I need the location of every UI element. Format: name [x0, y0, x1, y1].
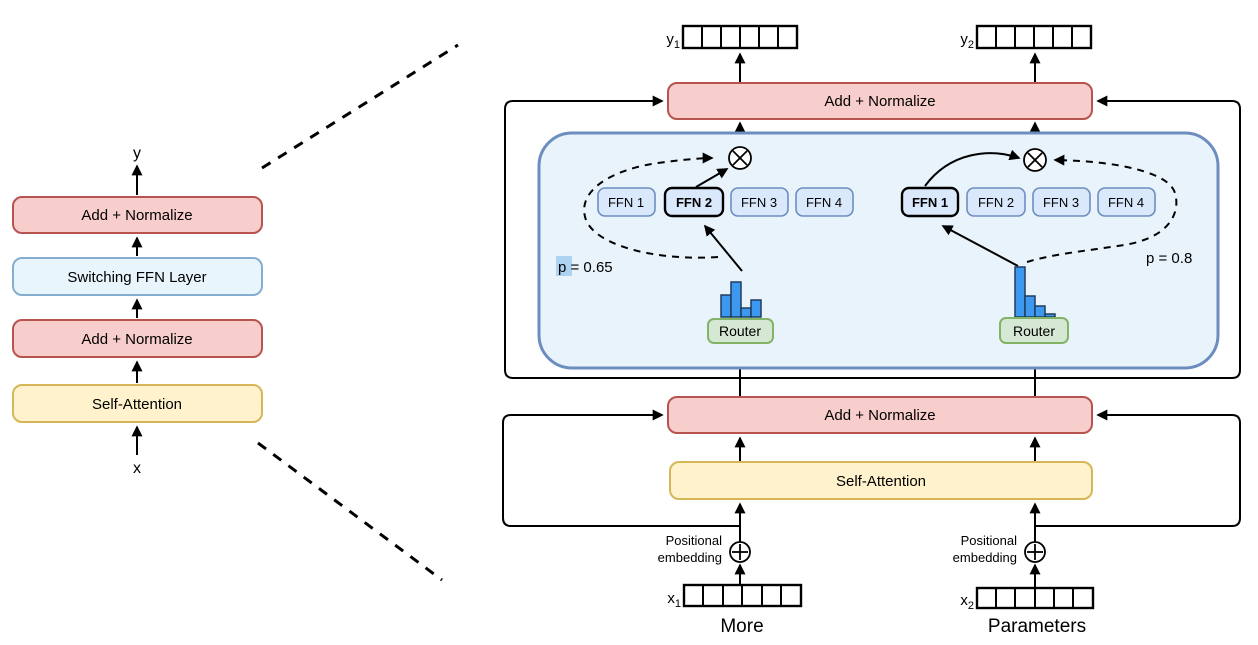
- token-vector-x1: x1: [667, 583, 803, 610]
- histogram-bar: [740, 307, 752, 318]
- ffn-label-selected: FFN 1: [912, 195, 948, 210]
- router-label-left: Router: [719, 323, 761, 339]
- ffn-label: FFN 2: [978, 195, 1014, 210]
- router-histogram-left: [720, 281, 762, 318]
- token-label-x1: x1: [667, 590, 681, 610]
- left-panel: y Add + Normalize Switching FFN Layer Ad…: [12, 145, 263, 477]
- ffn-box: [730, 187, 789, 217]
- flow-arrows: [734, 52, 1041, 588]
- histogram-bar: [1014, 266, 1026, 318]
- ffn-box-selected: [900, 186, 960, 218]
- output-label-y: y: [133, 145, 141, 162]
- token-label-y1: y1: [666, 31, 680, 51]
- multiply-icon-left: [728, 146, 752, 170]
- expanded-add-normalize-top-label: Add + Normalize: [824, 93, 935, 110]
- multiply-icon-right: [1023, 148, 1047, 172]
- gate-loop-left: [583, 152, 719, 259]
- router-box-right: [999, 317, 1069, 344]
- ffn-box-selected: [663, 186, 725, 218]
- switching-ffn-container: [537, 131, 1220, 370]
- ffn-box: [966, 187, 1026, 217]
- ffn-label: FFN 4: [806, 195, 842, 210]
- histogram-bar: [750, 299, 762, 318]
- positional-add-icon-right: [1024, 541, 1046, 563]
- input-label-x: x: [133, 460, 141, 477]
- token-label-x2: x2: [960, 592, 974, 612]
- left-self-attention-box: [12, 384, 263, 423]
- positional-embedding-label-right-line1: Positional: [961, 533, 1017, 548]
- ffn-label-selected: FFN 2: [676, 195, 712, 210]
- token-vector-y2: y2: [960, 24, 1093, 51]
- router-label-right: Router: [1013, 323, 1055, 339]
- ffn-box: [795, 187, 854, 217]
- positional-embedding-label-left-line2: embedding: [658, 550, 722, 565]
- positional-embedding-label-left-line1: Positional: [666, 533, 722, 548]
- ffn-box: [1097, 187, 1156, 217]
- ffn-label: FFN 1: [608, 195, 644, 210]
- histogram-bar: [1044, 313, 1056, 318]
- positional-embedding-label-right-line2: embedding: [953, 550, 1017, 565]
- residual-skip-lower-left: [502, 414, 740, 527]
- left-add-normalize-bottom-label: Add + Normalize: [81, 331, 192, 348]
- positional-add-icon-left: [729, 541, 751, 563]
- residual-skip-upper: [504, 100, 1241, 379]
- expanded-add-normalize-top-box: [667, 82, 1093, 120]
- zoom-connector-top: [261, 43, 459, 170]
- zoom-connector-bottom: [257, 441, 443, 582]
- ffn-label: FFN 3: [741, 195, 777, 210]
- ffn-label: FFN 3: [1043, 195, 1079, 210]
- expert-row-right: FFN 1 FFN 2 FFN 3 FFN 4: [900, 186, 1156, 218]
- token-vector-x2: x2: [960, 586, 1095, 612]
- router-to-expert-arrow-right: [941, 225, 1019, 267]
- gate-loop-right: [1026, 154, 1178, 263]
- residual-skip-lower-right: [1035, 414, 1241, 527]
- token-label-y2: y2: [960, 31, 974, 51]
- left-self-attention-label: Self-Attention: [92, 396, 182, 413]
- ffn-label: FFN 4: [1108, 195, 1144, 210]
- token-vector-y1: y1: [666, 24, 799, 51]
- histogram-bar: [720, 294, 732, 318]
- gate-probability-right: p = 0.8: [1146, 250, 1192, 267]
- histogram-bar: [730, 281, 742, 318]
- caption-parameters: Parameters: [988, 616, 1086, 637]
- histogram-bar: [1024, 295, 1036, 318]
- gate-probability-left: p = 0.65: [558, 259, 613, 276]
- expanded-self-attention-box: [669, 461, 1093, 500]
- left-add-normalize-top-label: Add + Normalize: [81, 207, 192, 224]
- expanded-self-attention-label: Self-Attention: [836, 473, 926, 490]
- expert-to-multiply-arrow-left: [695, 168, 729, 188]
- left-add-normalize-bottom-box: [12, 319, 263, 358]
- expert-to-multiply-arrow-right: [924, 149, 1021, 187]
- ffn-box: [1032, 187, 1091, 217]
- switching-ffn-layer-label: Switching FFN Layer: [67, 269, 206, 286]
- expanded-add-normalize-mid-box: [667, 396, 1093, 434]
- p-highlight: [556, 256, 572, 276]
- left-add-normalize-top-box: [12, 196, 263, 234]
- router-to-expert-arrow-left: [703, 224, 743, 272]
- router-box-left: [707, 318, 774, 344]
- expanded-add-normalize-mid-label: Add + Normalize: [824, 407, 935, 424]
- switching-ffn-layer-box: [12, 257, 263, 296]
- histogram-bar: [1034, 305, 1046, 318]
- ffn-box: [597, 187, 656, 217]
- zoom-connectors: [257, 43, 459, 582]
- caption-more: More: [720, 616, 763, 637]
- expert-row-left: FFN 1 FFN 2 FFN 3 FFN 4: [597, 186, 854, 218]
- expanded-panel: Add + Normalize FFN 1 FFN 2 F: [502, 24, 1241, 637]
